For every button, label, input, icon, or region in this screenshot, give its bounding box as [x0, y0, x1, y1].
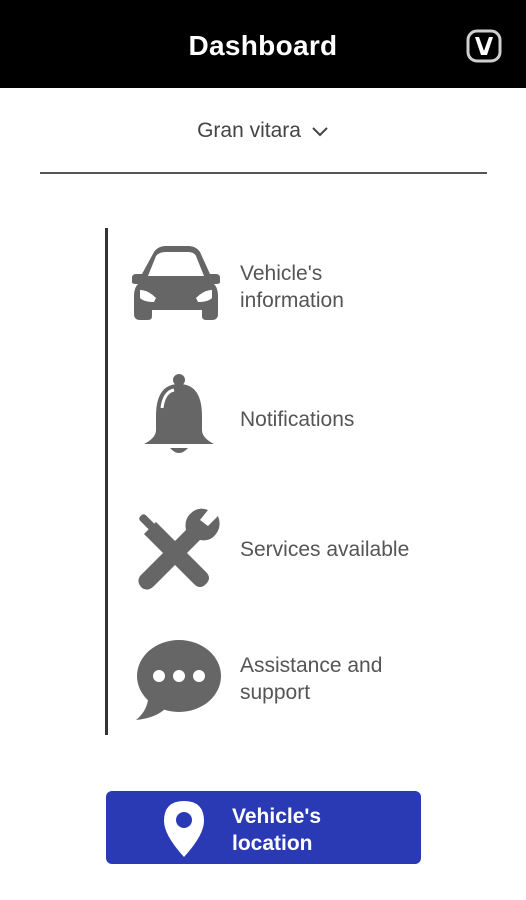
- menu-item-label: Services available: [240, 538, 410, 561]
- vehicle-location-label: Vehicle's location: [232, 805, 322, 855]
- menu-divider: [105, 228, 108, 735]
- car-icon: [132, 246, 220, 320]
- chat-bubble-icon: [136, 640, 221, 720]
- app-header: Dashboard: [0, 0, 526, 88]
- brand-logo-icon: [466, 29, 502, 63]
- menu-item-services-available[interactable]: Services available: [126, 504, 456, 594]
- tools-icon: [138, 508, 220, 590]
- chevron-down-icon: [312, 127, 328, 137]
- menu-item-label: Notifications: [240, 408, 355, 431]
- page-title: Dashboard: [188, 30, 338, 61]
- map-pin-icon: [164, 801, 204, 857]
- menu-item-label: Assistance and support: [240, 654, 383, 704]
- menu-item-label: Vehicle's information: [240, 262, 344, 312]
- bell-icon: [144, 374, 214, 453]
- menu-item-assistance-support[interactable]: Assistance and support: [126, 636, 456, 726]
- menu-item-notifications[interactable]: Notifications: [126, 372, 456, 462]
- vehicle-select-value: Gran vitara: [197, 119, 301, 142]
- menu-item-vehicle-information[interactable]: Vehicle's information: [126, 240, 456, 330]
- vehicle-select-dropdown[interactable]: Gran vitara: [0, 116, 526, 146]
- dropdown-underline: [40, 172, 487, 174]
- vehicle-location-button[interactable]: Vehicle's location: [106, 791, 421, 864]
